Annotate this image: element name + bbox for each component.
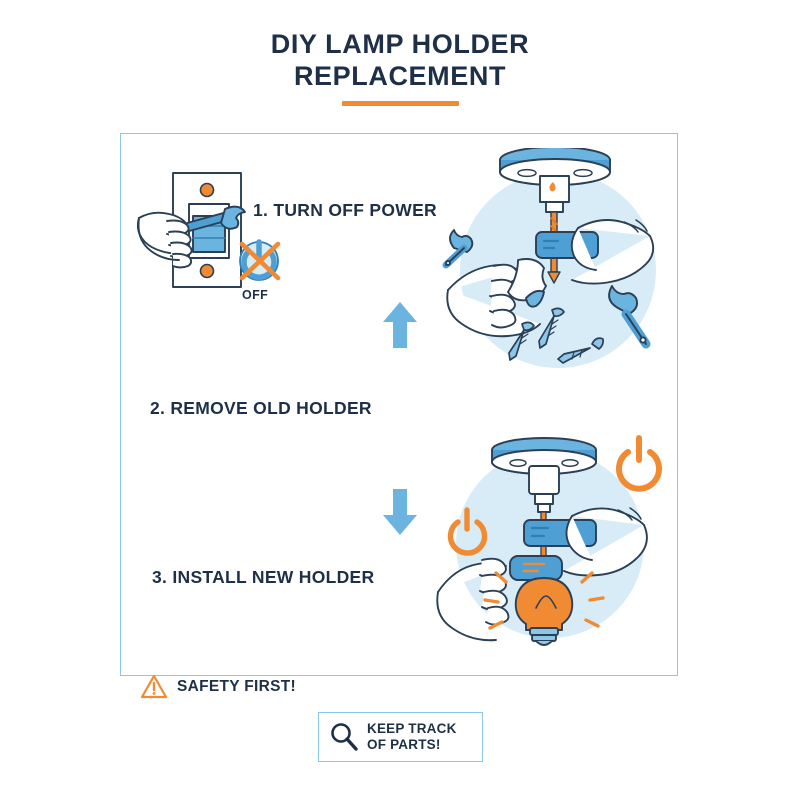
power-off-badge: OFF (231, 236, 293, 303)
install-holder-illustration-svg (436, 435, 662, 646)
remove-holder-illustration-svg (442, 146, 656, 368)
step-3-label: 3. INSTALL NEW HOLDER (152, 567, 375, 587)
step-3-illustration (432, 432, 672, 657)
step-2-illustration (440, 146, 670, 393)
page-title-line-1: DIY LAMP HOLDER (270, 29, 530, 59)
arrow-down-icon (380, 487, 420, 542)
power-off-badge-label: OFF (242, 288, 269, 302)
keep-track-of-parts-box: KEEP TRACK OF PARTS! (318, 712, 483, 762)
keep-track-of-parts-label: KEEP TRACK OF PARTS! (367, 721, 457, 752)
magnifier-icon (331, 723, 358, 751)
title-divider-rule (342, 101, 459, 106)
safety-first-note: SAFETY FIRST! (140, 674, 296, 700)
power-off-crossed-icon (239, 239, 281, 281)
step-1-label: 1. TURN OFF POWER (253, 200, 437, 220)
page-title-line-2: REPLACEMENT (293, 61, 507, 91)
content-frame (120, 133, 678, 676)
arrow-up-icon (380, 300, 420, 355)
warning-triangle-icon (140, 674, 168, 699)
page-title: DIY LAMP HOLDER REPLACEMENT (0, 28, 800, 92)
safety-first-label: SAFETY FIRST! (177, 678, 297, 695)
step-1-illustration (136, 168, 327, 303)
light-switch-illustration-svg (136, 172, 246, 288)
step-2-label: 2. REMOVE OLD HOLDER (150, 398, 372, 418)
